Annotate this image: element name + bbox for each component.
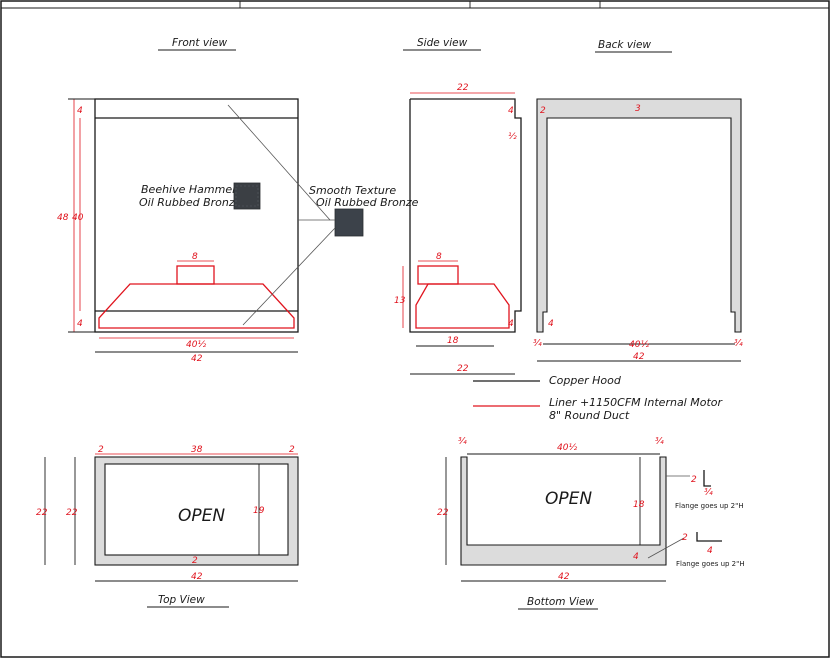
dim-top-42: 42 (191, 572, 203, 582)
dim-back-3: 3 (635, 104, 641, 114)
leader-line (647, 537, 685, 559)
dim-flange-quarter: ¾ (704, 488, 713, 498)
dim-top-bottom-2: 2 (192, 556, 198, 566)
dim-bottom-quarter-right: ¾ (655, 437, 664, 447)
flange-detail-2 (696, 532, 722, 542)
dim-bottom-22: 22 (437, 508, 449, 518)
dim-width-42: 42 (191, 354, 203, 364)
finish-label-hammered-bronze: Oil Rubbed Bronze (139, 196, 242, 209)
side-liner-outline (415, 283, 510, 329)
side-duct-collar (417, 265, 459, 285)
legend-liner-label: Liner +1150CFM Internal Motor (549, 396, 723, 409)
bottom-view: ¾ 40½ ¾ 22 18 4 OPEN 42 2 ¾ Flange goes … (437, 437, 745, 610)
dim-bottom-42: 42 (558, 572, 570, 582)
finish-label-smooth: Smooth Texture (309, 184, 396, 197)
dim-side-18: 18 (447, 336, 459, 346)
dim-back-quarter-right: ¾ (734, 339, 743, 349)
dim-height-40: 40 (72, 213, 84, 223)
dim-bottom-4: 4 (633, 552, 639, 562)
flange-detail-1 (703, 470, 711, 487)
dim-top-19: 19 (253, 506, 265, 516)
front-view-title: Front view (172, 37, 227, 49)
side-view: Side view 22 4 ½ 8 13 4 18 22 (394, 37, 522, 375)
dim-flange-4: 4 (707, 546, 713, 556)
legend: Copper Hood Liner +1150CFM Internal Moto… (473, 374, 723, 422)
flange-note-2: Flange goes up 2"H (676, 560, 745, 568)
dim-side-bottom-4: 4 (508, 319, 514, 329)
legend-duct-label: 8" Round Duct (549, 409, 630, 422)
hood-outline (94, 98, 299, 333)
dim-side-duct-8: 8 (436, 252, 442, 262)
top-view-title: Top View (158, 594, 205, 606)
dim-top-22a: 22 (36, 508, 48, 518)
leader-line (242, 227, 336, 326)
dim-top-right-2: 2 (289, 445, 295, 455)
dim-height-48: 48 (57, 213, 69, 223)
flange-note-1: Flange goes up 2"H (675, 502, 744, 510)
finish-label-hammered: Beehive Hammered (141, 183, 251, 196)
dim-bottom-18: 18 (633, 500, 645, 510)
dim-back-4: 4 (548, 319, 554, 329)
dim-top-22b: 22 (66, 508, 78, 518)
dim-back-quarter-left: ¾ (533, 339, 542, 349)
hammered-swatch (233, 182, 261, 210)
back-view: Back view 3 2 4 ¾ 40½ ¾ 42 (533, 39, 743, 362)
side-view-title: Side view (417, 37, 468, 49)
dim-side-half: ½ (508, 132, 517, 142)
finish-label-smooth-bronze: Oil Rubbed Bronze (316, 196, 419, 209)
dim-side-22-top: 22 (457, 83, 469, 93)
dim-bottom-quarter-left: ¾ (458, 437, 467, 447)
liner-outline (98, 283, 295, 329)
top-view: 2 38 2 22 22 19 OPEN 2 42 Top View (36, 445, 299, 608)
dim-side-22-bottom: 22 (457, 364, 469, 374)
smooth-swatch (334, 208, 364, 237)
top-opening (104, 463, 289, 556)
dim-side-top-4: 4 (508, 106, 514, 116)
dim-duct-8: 8 (192, 252, 198, 262)
dim-back-42: 42 (633, 352, 645, 362)
bottom-frame (460, 456, 667, 566)
bottom-view-title: Bottom View (527, 596, 594, 608)
dim-back-40-half: 40½ (629, 340, 649, 350)
back-view-title: Back view (598, 39, 651, 51)
dim-flange-2a: 2 (691, 475, 697, 485)
dim-top-left-2: 2 (98, 445, 104, 455)
dim-top-4: 4 (77, 106, 83, 116)
duct-collar (176, 265, 215, 285)
dim-back-2: 2 (540, 106, 546, 116)
open-label-top: OPEN (178, 506, 225, 526)
dim-side-13: 13 (394, 296, 406, 306)
dim-top-38: 38 (191, 445, 203, 455)
legend-copper-label: Copper Hood (549, 374, 622, 387)
hammered-texture (235, 185, 259, 207)
open-label-bottom: OPEN (545, 489, 592, 509)
back-frame (536, 98, 742, 333)
dim-bottom-40-half: 40½ (557, 443, 577, 453)
front-view: Front view 8 48 40 4 4 40½ 42 Beehive Ha… (57, 37, 419, 364)
leader-line (227, 104, 331, 221)
side-outline (409, 98, 522, 333)
dim-bottom-4: 4 (77, 319, 83, 329)
dim-liner-width: 40½ (186, 340, 206, 350)
dim-flange-2b: 2 (682, 533, 688, 543)
